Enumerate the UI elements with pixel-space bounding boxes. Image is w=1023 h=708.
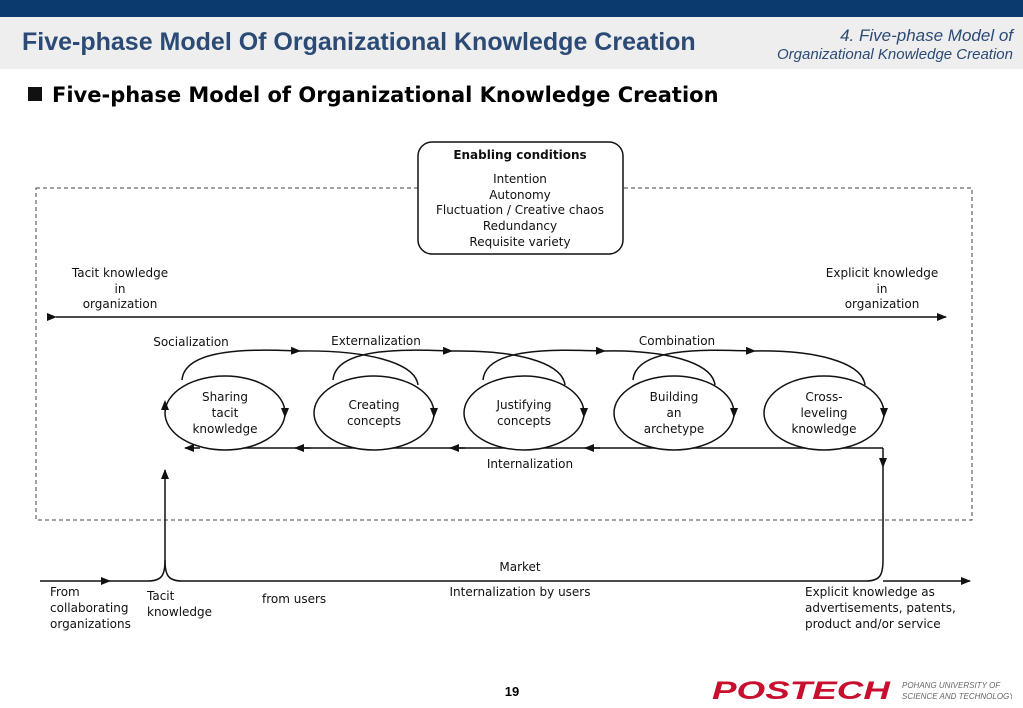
phase-label-line: tacit [212, 406, 239, 420]
section-reference: 4. Five-phase Model of Organizational Kn… [713, 26, 1013, 64]
logo-subtitle-line: POHANG UNIVERSITY OF [902, 681, 1001, 690]
postech-logo: POSTECH POHANG UNIVERSITY OF SCIENCE AND… [712, 677, 1012, 705]
phase-label-line: Sharing [202, 390, 248, 404]
spiral-arc [754, 350, 866, 386]
arrowhead-icon [879, 458, 887, 468]
explicit-output-line: product and/or service [805, 617, 941, 631]
phase-ellipse-creating [313, 375, 435, 451]
spiral-arc-arrow [181, 346, 301, 381]
phase-label-line: Cross- [805, 390, 842, 404]
title-strip [0, 17, 1023, 69]
externalization-label: Externalization [331, 334, 421, 348]
enabling-condition-item: Autonomy [489, 188, 551, 202]
top-banner-bar [0, 0, 1023, 17]
arrowhead-icon [880, 408, 888, 418]
from-collaborating-line: organizations [50, 617, 131, 631]
phase-label-line: knowledge [791, 422, 856, 436]
combination-label: Combination [639, 334, 715, 348]
axis-left-label-line: organization [83, 297, 158, 311]
phase-label-line: leveling [800, 406, 847, 420]
enabling-condition-item: Fluctuation / Creative chaos [436, 203, 604, 217]
internalization-by-users-label: Internalization by users [450, 585, 591, 599]
section-reference-line-1: 4. Five-phase Model of [840, 26, 1013, 45]
arrowhead-icon [580, 408, 588, 418]
tacit-knowledge-line: knowledge [147, 605, 212, 619]
axis-right-label-line: in [877, 282, 888, 296]
tacit-knowledge-input-arrow [110, 469, 169, 582]
subheading-text: Five-phase Model of Organizational Knowl… [52, 83, 719, 107]
phase-label-line: Creating [348, 398, 399, 412]
from-collaborating-line: From [50, 585, 80, 599]
arrowhead-icon [430, 408, 438, 418]
phase-label-line: Building [650, 390, 699, 404]
market-label: Market [499, 560, 541, 574]
from-collaborating-line: collaborating [50, 601, 128, 615]
section-reference-line-2: Organizational Knowledge Creation [777, 46, 1013, 63]
spiral-arc-arrow [332, 346, 453, 381]
enabling-condition-item: Redundancy [483, 219, 557, 233]
page-number: 19 [504, 684, 520, 699]
enabling-conditions-box [417, 141, 624, 255]
phase-label-line: concepts [347, 414, 401, 428]
spiral-arc [299, 350, 419, 386]
phase-label-line: concepts [497, 414, 551, 428]
phase-label-line: an [667, 406, 682, 420]
arrowhead-icon [281, 408, 289, 418]
explicit-output-line: Explicit knowledge as [805, 585, 935, 599]
logo-wordmark: POSTECH [712, 677, 891, 705]
enabling-conditions-title: Enabling conditions [453, 148, 586, 162]
market-feedback-line [164, 448, 884, 582]
enabling-condition-item: Intention [493, 172, 547, 186]
spiral-arc [451, 350, 566, 386]
spiral-arc-arrow [482, 346, 606, 381]
organization-boundary [35, 187, 973, 521]
arrowhead-icon [730, 408, 738, 418]
spiral-arc [604, 350, 716, 386]
axis-right-label-line: organization [845, 297, 920, 311]
spiral-arc-arrow [632, 346, 756, 381]
phase-label-line: archetype [644, 422, 704, 436]
from-users-label: from users [262, 592, 326, 606]
slide-title: Five-phase Model Of Organizational Knowl… [22, 28, 696, 56]
tacit-knowledge-line: Tacit [146, 589, 175, 603]
axis-left-label-line: in [115, 282, 126, 296]
internalization-label: Internalization [487, 457, 573, 471]
square-bullet-icon [28, 87, 42, 101]
phase-label-line: knowledge [192, 422, 257, 436]
enabling-condition-item: Requisite variety [469, 235, 570, 249]
explicit-output-line: advertisements, patents, [805, 601, 956, 615]
axis-right-label-line: Explicit knowledge [826, 266, 938, 280]
phase-ellipse-justifying [463, 375, 585, 451]
arrowhead-icon [161, 400, 169, 410]
subheading: Five-phase Model of Organizational Knowl… [28, 83, 719, 107]
logo-subtitle-line: SCIENCE AND TECHNOLOGY [902, 692, 1012, 701]
axis-left-label-line: Tacit knowledge [71, 266, 168, 280]
socialization-label: Socialization [153, 335, 229, 349]
phase-label-line: Justifying [495, 398, 551, 412]
